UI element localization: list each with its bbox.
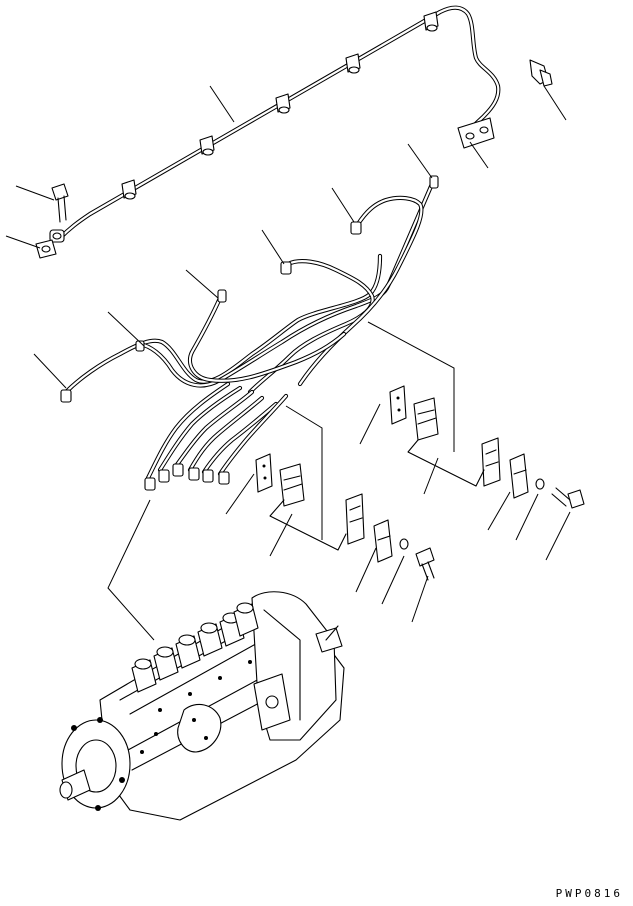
pipe-end-fitting-left	[49, 229, 65, 243]
pipe-clamp-bosses	[121, 11, 439, 200]
assembly-connector-lines	[107, 321, 455, 641]
upper-injection-pipe	[57, 5, 501, 241]
drawing-code: PWP0816	[555, 887, 623, 900]
pipe-end-nuts	[60, 175, 439, 491]
delivery-valve-holders	[131, 602, 259, 693]
bolt-part	[51, 183, 69, 223]
washer-part	[35, 239, 57, 259]
clamp-bolt-right	[551, 487, 585, 509]
pipe-end-flange-right	[457, 117, 495, 149]
clamp-set-left	[255, 453, 435, 581]
injection-pipe-bundle	[63, 181, 435, 481]
callout-leader-lines	[5, 85, 571, 623]
clamp-set-right	[389, 385, 585, 509]
small-bracket-part	[529, 59, 553, 87]
injection-pump-body	[59, 591, 345, 821]
clamp-bolt-left	[415, 547, 435, 581]
